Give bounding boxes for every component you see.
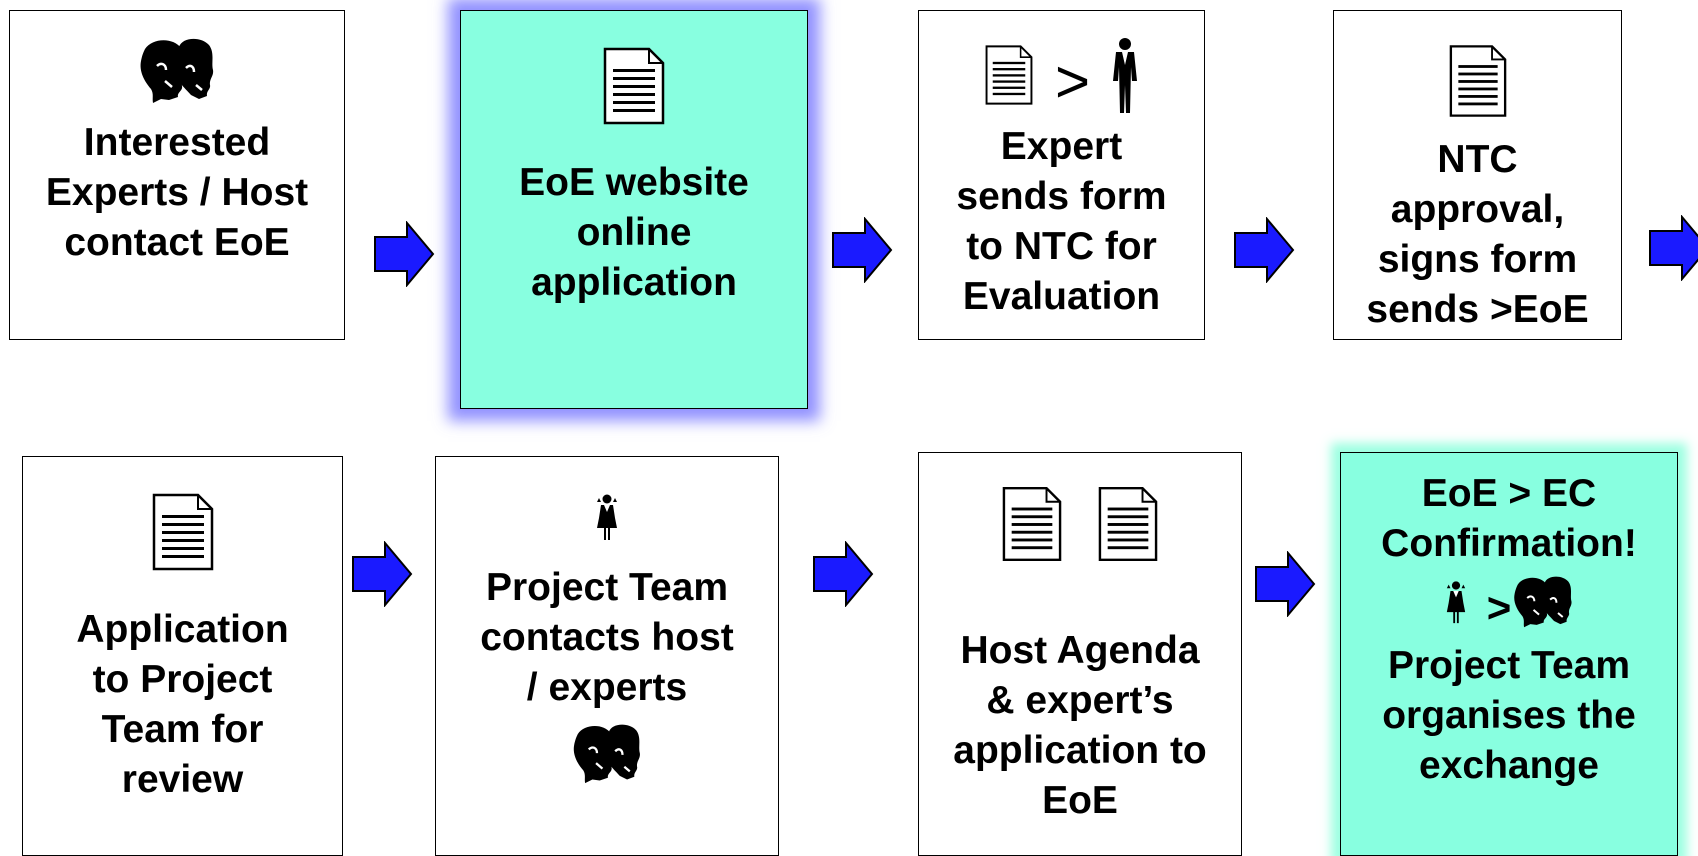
step-label: Expert sends form to NTC for Evaluation bbox=[956, 125, 1167, 318]
step-eoe-ec-confirmation: EoE > EC Confirmation! > Project Team or… bbox=[1340, 452, 1678, 856]
step-application-to-project-team: Application to Project Team for review bbox=[22, 456, 343, 856]
step-label: EoE website online application bbox=[519, 161, 749, 304]
flow-arrow-6 bbox=[813, 541, 874, 607]
document-icon bbox=[1098, 485, 1158, 576]
woman-icon bbox=[595, 494, 619, 553]
step-label: Host Agenda & expert’s application to Eo… bbox=[953, 629, 1207, 822]
flow-arrow-5 bbox=[352, 541, 413, 607]
step-eoe-website-application: EoE website online application bbox=[460, 10, 808, 409]
step-label: Application to Project Team for review bbox=[76, 608, 289, 801]
flow-arrow-1 bbox=[374, 221, 435, 287]
arrow-symbol: > bbox=[1054, 47, 1091, 115]
two-heads-icon bbox=[1513, 575, 1573, 642]
step-project-team-contacts: Project Team contacts host / experts bbox=[435, 456, 779, 856]
step-ntc-approval: NTC approval, signs form sends >EoE bbox=[1333, 10, 1622, 340]
arrow-symbol: > bbox=[1486, 584, 1512, 631]
step-interested-experts: Interested Experts / Host contact EoE bbox=[9, 10, 345, 340]
flow-arrow-3 bbox=[1234, 217, 1295, 283]
flow-arrow-2 bbox=[832, 217, 893, 283]
document-icon bbox=[1449, 44, 1507, 131]
step-label: Project Team organises the exchange bbox=[1382, 644, 1636, 787]
step-label: Interested Experts / Host contact EoE bbox=[45, 121, 309, 264]
document-icon bbox=[603, 47, 665, 138]
two-heads-icon bbox=[139, 37, 215, 118]
step-expert-sends-form: > Expert sends form to NTC for Evaluatio… bbox=[918, 10, 1205, 340]
woman-icon bbox=[1445, 579, 1467, 638]
step-label: NTC approval, signs form sends >EoE bbox=[1366, 138, 1589, 331]
step-label: Project Team contacts host / experts bbox=[480, 566, 734, 709]
man-icon bbox=[1112, 37, 1138, 126]
document-icon bbox=[1002, 485, 1062, 576]
flow-arrow-7 bbox=[1255, 551, 1316, 617]
document-icon bbox=[985, 44, 1033, 119]
flow-arrow-4 bbox=[1649, 215, 1698, 281]
document-icon bbox=[152, 493, 214, 584]
two-heads-icon bbox=[572, 723, 642, 798]
step-title: EoE > EC Confirmation! bbox=[1381, 472, 1637, 565]
step-host-agenda: Host Agenda & expert’s application to Eo… bbox=[918, 452, 1242, 856]
